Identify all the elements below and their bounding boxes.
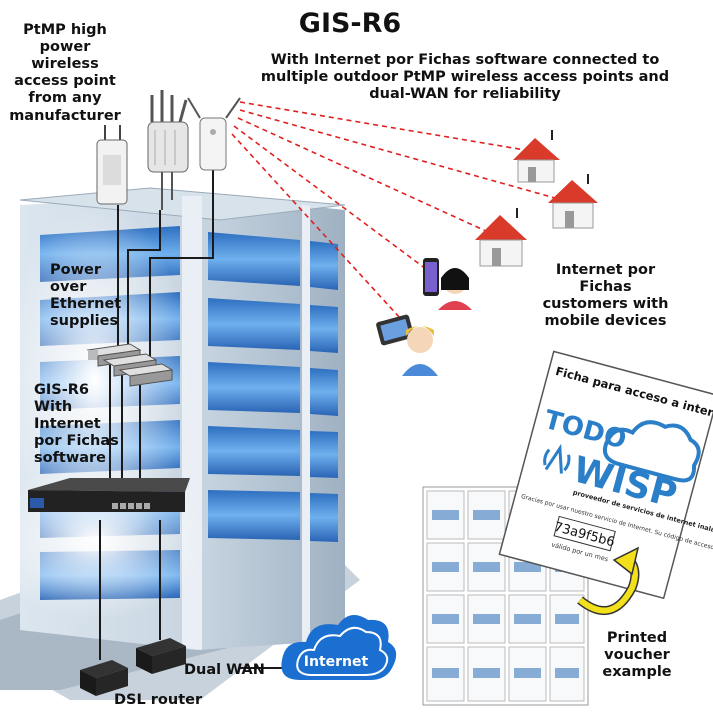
- customer-with-tablet: [376, 314, 438, 376]
- dsl-router-label: DSL router: [114, 692, 203, 708]
- page-title: GIS-R6: [298, 8, 402, 39]
- house-1: [513, 130, 560, 183]
- gis-r6-label: GIS-R6 With Internet por Fichas software: [34, 382, 119, 467]
- wireless-links: [231, 101, 556, 319]
- access-point-3: [187, 97, 241, 171]
- voucher-arrow: [577, 546, 640, 615]
- internet-cloud: Internet: [281, 615, 397, 680]
- voucher-card: Ficha para acceso a internet TODO WISP p…: [498, 350, 713, 600]
- customers-label: Internet por Fichas customers with mobil…: [542, 262, 669, 330]
- gis-r6-router: [28, 478, 190, 512]
- voucher-label: Printed voucher example: [602, 630, 672, 681]
- ethernet-cables: [99, 170, 285, 669]
- house-3: [475, 208, 527, 267]
- dsl-router-1: [80, 660, 128, 696]
- house-2: [548, 174, 598, 229]
- access-point-2: [147, 90, 189, 210]
- access-point-label: PtMP high power wireless access point fr…: [9, 22, 121, 124]
- voucher-antenna-icon: [543, 443, 571, 474]
- customer-with-phone: [423, 258, 472, 310]
- access-point-1: [96, 125, 128, 205]
- internet-label: Internet: [304, 654, 369, 670]
- subtitle: With Internet por Fichas software connec…: [260, 52, 670, 103]
- poe-label: Power over Ethernet supplies: [50, 262, 122, 330]
- dsl-router-2: [136, 638, 186, 674]
- dual-wan-label: Dual WAN: [184, 662, 265, 678]
- poe-supplies: [86, 343, 174, 387]
- voucher-cloud-logo: [602, 420, 701, 483]
